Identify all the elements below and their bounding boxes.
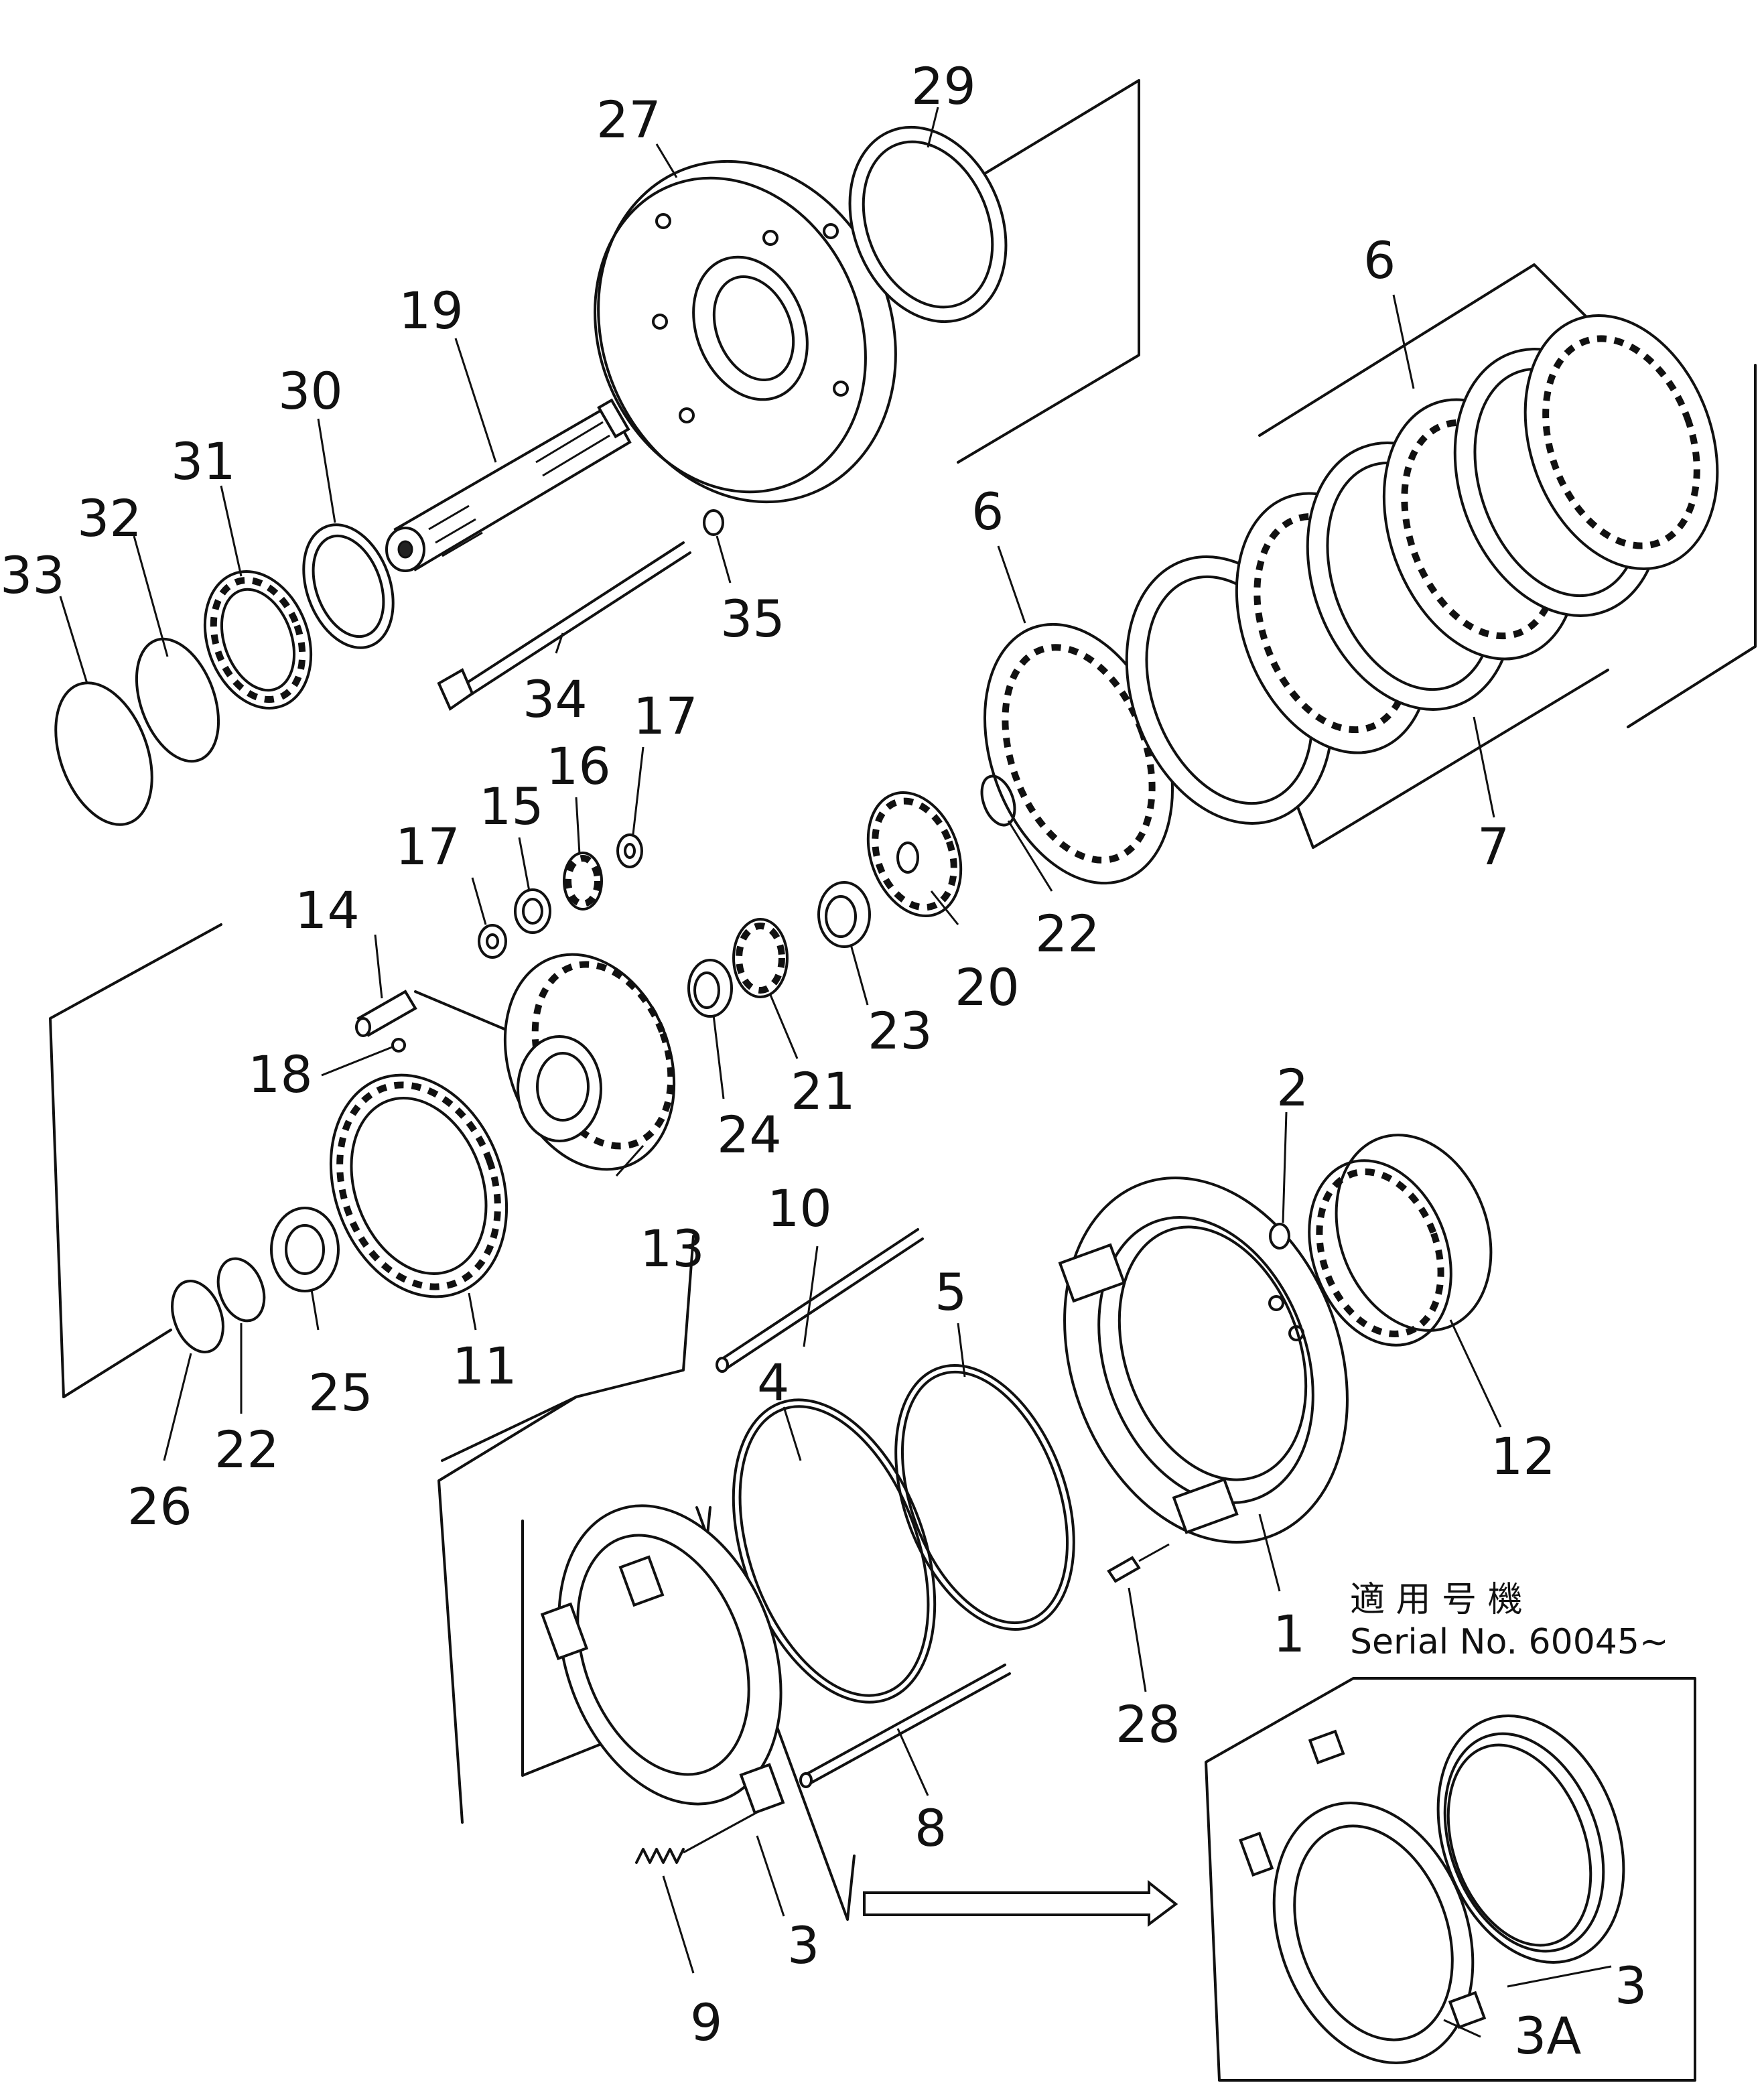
- arrow-to-inset: [863, 1879, 1178, 1927]
- ball-18: [321, 1038, 406, 1077]
- label-30: 30: [278, 361, 343, 421]
- label-20: 20: [955, 957, 1020, 1017]
- label-32: 32: [77, 488, 142, 548]
- ring-gear-11: [329, 1073, 508, 1298]
- label-19: 19: [399, 281, 464, 340]
- label-31: 31: [171, 431, 236, 491]
- label-9: 9: [690, 1993, 722, 2052]
- part-labels: 27 29 19 30 31 32 33 34 35 6 6 7 22 20 2…: [0, 56, 1647, 2066]
- planet-carrier-13: [503, 953, 676, 1171]
- ring-29: [848, 125, 1008, 324]
- label-28: 28: [1115, 1694, 1180, 1754]
- housing-27: [594, 159, 897, 504]
- label-3-inset: 3: [1615, 1956, 1647, 2015]
- label-1: 1: [1273, 1604, 1305, 1664]
- label-17-left: 17: [395, 817, 460, 876]
- label-7: 7: [1477, 817, 1509, 876]
- leader-lines: [59, 107, 1612, 2038]
- inset-caption: 適 用 号 機 Serial No. 60045~: [1350, 1580, 1669, 1662]
- snap-ring-33: [54, 681, 153, 826]
- label-33: 33: [0, 545, 65, 605]
- label-13: 13: [640, 1219, 705, 1278]
- washer-35: [703, 509, 724, 536]
- label-24: 24: [717, 1105, 782, 1164]
- label-21: 21: [791, 1061, 856, 1121]
- dowel-28: [1107, 1543, 1170, 1583]
- label-26: 26: [127, 1477, 192, 1536]
- label-8: 8: [914, 1798, 947, 1858]
- gear-20: [866, 791, 963, 917]
- bearing-24: [687, 959, 733, 1018]
- shaft-19: [385, 398, 632, 572]
- label-11: 11: [452, 1336, 517, 1396]
- pin-10: [716, 1228, 924, 1373]
- gear-16: [563, 852, 603, 911]
- clutch-disc-6-d: [1523, 314, 1719, 570]
- snap-ring-32: [135, 637, 220, 763]
- inset-piston-3: [1436, 1714, 1625, 1964]
- bearing-31: [203, 570, 313, 710]
- gear-21: [732, 918, 789, 998]
- label-27: 27: [596, 90, 661, 149]
- label-22-lower: 22: [214, 1420, 279, 1479]
- inset-box: [1205, 1677, 1696, 2082]
- label-12: 12: [1491, 1426, 1556, 1486]
- inset-plate-3a: [1239, 1729, 1487, 2064]
- label-23: 23: [868, 1001, 933, 1061]
- snap-ring-22-upper: [980, 775, 1016, 827]
- label-6-lower: 6: [971, 482, 1004, 541]
- label-4: 4: [757, 1353, 789, 1412]
- label-10: 10: [767, 1179, 832, 1238]
- label-25: 25: [308, 1363, 373, 1422]
- needle-bearing-15: [514, 888, 551, 934]
- label-3a-inset: 3A: [1514, 2006, 1581, 2066]
- sleeve-12: [1308, 1134, 1493, 1347]
- cylinder-housing-1: [1058, 1176, 1349, 1544]
- label-34: 34: [523, 669, 588, 729]
- label-16: 16: [546, 736, 611, 796]
- o-ring-5: [894, 1364, 1075, 1631]
- label-14: 14: [295, 880, 360, 940]
- label-6-upper: 6: [1363, 230, 1396, 290]
- label-35: 35: [720, 589, 785, 649]
- bearing-25: [270, 1207, 340, 1292]
- label-22-upper: 22: [1035, 904, 1100, 963]
- label-15: 15: [479, 777, 544, 836]
- washer-17-right: [616, 833, 643, 868]
- ring-30: [302, 523, 395, 649]
- rod-8: [799, 1664, 1011, 1788]
- serial-number-label: Serial No. 60045~: [1350, 1622, 1669, 1662]
- label-2: 2: [1276, 1058, 1308, 1118]
- label-29: 29: [911, 56, 976, 116]
- label-5: 5: [935, 1262, 967, 1322]
- piston-plate-3: [540, 1504, 785, 1815]
- bolt-34: [437, 541, 691, 712]
- spring-9: [635, 1811, 758, 1864]
- snap-ring-22-lower: [216, 1257, 266, 1323]
- snap-ring-26: [171, 1279, 224, 1354]
- label-3: 3: [787, 1915, 819, 1975]
- washer-17-left: [478, 924, 507, 959]
- label-17-right: 17: [633, 686, 698, 746]
- applicable-machines-label: 適 用 号 機: [1350, 1580, 1523, 1620]
- plug-2: [1269, 1223, 1290, 1250]
- label-18: 18: [248, 1045, 313, 1104]
- bearing-23: [817, 881, 871, 948]
